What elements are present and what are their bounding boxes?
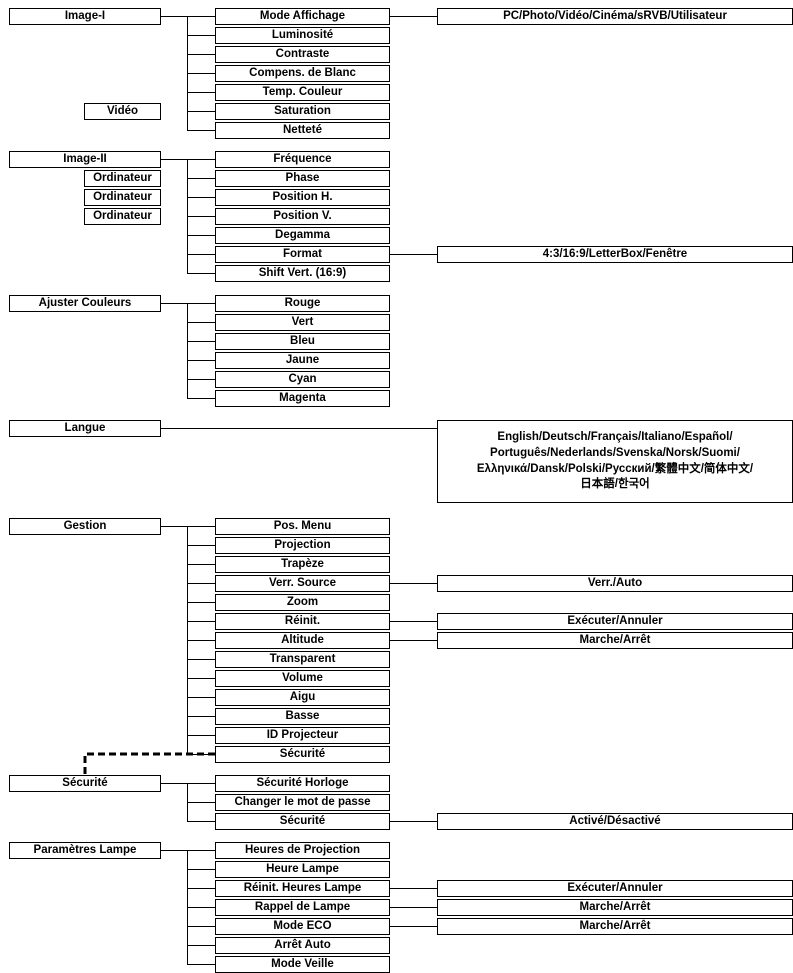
altitude-options: Marche/Arrêt: [437, 632, 793, 649]
image2-computer-label: Ordinateur: [84, 170, 161, 187]
lamp-reset-options: Exécuter/Annuler: [437, 880, 793, 897]
security-options: Activé/Désactivé: [437, 813, 793, 830]
colors-item-yellow[interactable]: Jaune: [215, 352, 390, 369]
management-item-keystone[interactable]: Trapèze: [215, 556, 390, 573]
image1-item-sharpness[interactable]: Netteté: [215, 122, 390, 139]
lamp-item-lamp-hours[interactable]: Heure Lampe: [215, 861, 390, 878]
management-item-volume[interactable]: Volume: [215, 670, 390, 687]
image1-item-color-temp[interactable]: Temp. Couleur: [215, 84, 390, 101]
language-options-line: Ελληνικά/Dansk/Polski/Русский/繁體中文/简体中文/: [476, 462, 754, 475]
image1-item-brightness[interactable]: Luminosité: [215, 27, 390, 44]
lamp-item-eco-mode[interactable]: Mode ECO: [215, 918, 390, 935]
image1-item-white-balance[interactable]: Compens. de Blanc: [215, 65, 390, 82]
image2-computer-label: Ordinateur: [84, 189, 161, 206]
management-item-projection[interactable]: Projection: [215, 537, 390, 554]
colors-item-blue[interactable]: Bleu: [215, 333, 390, 350]
security-item-change-password[interactable]: Changer le mot de passe: [215, 794, 390, 811]
management-item-treble[interactable]: Aigu: [215, 689, 390, 706]
image2-item-phase[interactable]: Phase: [215, 170, 390, 187]
management-item-security[interactable]: Sécurité: [215, 746, 390, 763]
language-options-line: 日本語/한국어: [580, 478, 650, 491]
image2-item-v-position[interactable]: Position V.: [215, 208, 390, 225]
security-item-timer[interactable]: Sécurité Horloge: [215, 775, 390, 792]
management-item-transparency[interactable]: Transparent: [215, 651, 390, 668]
reset-options: Exécuter/Annuler: [437, 613, 793, 630]
image1-menu[interactable]: Image-I: [9, 8, 161, 25]
image2-menu[interactable]: Image-II: [9, 151, 161, 168]
lamp-item-lamp-reminder[interactable]: Rappel de Lampe: [215, 899, 390, 916]
management-item-source-lock[interactable]: Verr. Source: [215, 575, 390, 592]
colors-item-red[interactable]: Rouge: [215, 295, 390, 312]
image2-item-vertical-shift[interactable]: Shift Vert. (16:9): [215, 265, 390, 282]
lamp-item-auto-off[interactable]: Arrêt Auto: [215, 937, 390, 954]
image1-item-contrast[interactable]: Contraste: [215, 46, 390, 63]
language-options: English/Deutsch/Français/Italiano/Españo…: [437, 420, 793, 503]
lamp-item-reset-lamp-hours[interactable]: Réinit. Heures Lampe: [215, 880, 390, 897]
security-item-security[interactable]: Sécurité: [215, 813, 390, 830]
image1-video-label: Vidéo: [84, 103, 161, 120]
colors-item-green[interactable]: Vert: [215, 314, 390, 331]
language-options-line: English/Deutsch/Français/Italiano/Españo…: [497, 431, 733, 444]
image2-item-format[interactable]: Format: [215, 246, 390, 263]
image2-computer-label: Ordinateur: [84, 208, 161, 225]
management-item-altitude[interactable]: Altitude: [215, 632, 390, 649]
management-item-menu-position[interactable]: Pos. Menu: [215, 518, 390, 535]
image2-item-h-position[interactable]: Position H.: [215, 189, 390, 206]
display-mode-options: PC/Photo/Vidéo/Cinéma/sRVB/Utilisateur: [437, 8, 793, 25]
management-item-bass[interactable]: Basse: [215, 708, 390, 725]
lamp-menu[interactable]: Paramètres Lampe: [9, 842, 161, 859]
image2-item-degamma[interactable]: Degamma: [215, 227, 390, 244]
colors-item-magenta[interactable]: Magenta: [215, 390, 390, 407]
colors-item-cyan[interactable]: Cyan: [215, 371, 390, 388]
image1-item-display-mode[interactable]: Mode Affichage: [215, 8, 390, 25]
management-item-reset[interactable]: Réinit.: [215, 613, 390, 630]
security-menu[interactable]: Sécurité: [9, 775, 161, 792]
eco-mode-options: Marche/Arrêt: [437, 918, 793, 935]
format-options: 4:3/16:9/LetterBox/Fenêtre: [437, 246, 793, 263]
image2-item-frequency[interactable]: Fréquence: [215, 151, 390, 168]
image1-item-saturation[interactable]: Saturation: [215, 103, 390, 120]
lamp-item-standby-mode[interactable]: Mode Veille: [215, 956, 390, 973]
language-menu[interactable]: Langue: [9, 420, 161, 437]
management-item-projector-id[interactable]: ID Projecteur: [215, 727, 390, 744]
management-menu[interactable]: Gestion: [9, 518, 161, 535]
lamp-reminder-options: Marche/Arrêt: [437, 899, 793, 916]
language-options-line: Português/Nederlands/Svenska/Norsk/Suomi…: [490, 446, 740, 459]
source-lock-options: Verr./Auto: [437, 575, 793, 592]
management-item-zoom[interactable]: Zoom: [215, 594, 390, 611]
colors-menu[interactable]: Ajuster Couleurs: [9, 295, 161, 312]
lamp-item-projection-hours[interactable]: Heures de Projection: [215, 842, 390, 859]
